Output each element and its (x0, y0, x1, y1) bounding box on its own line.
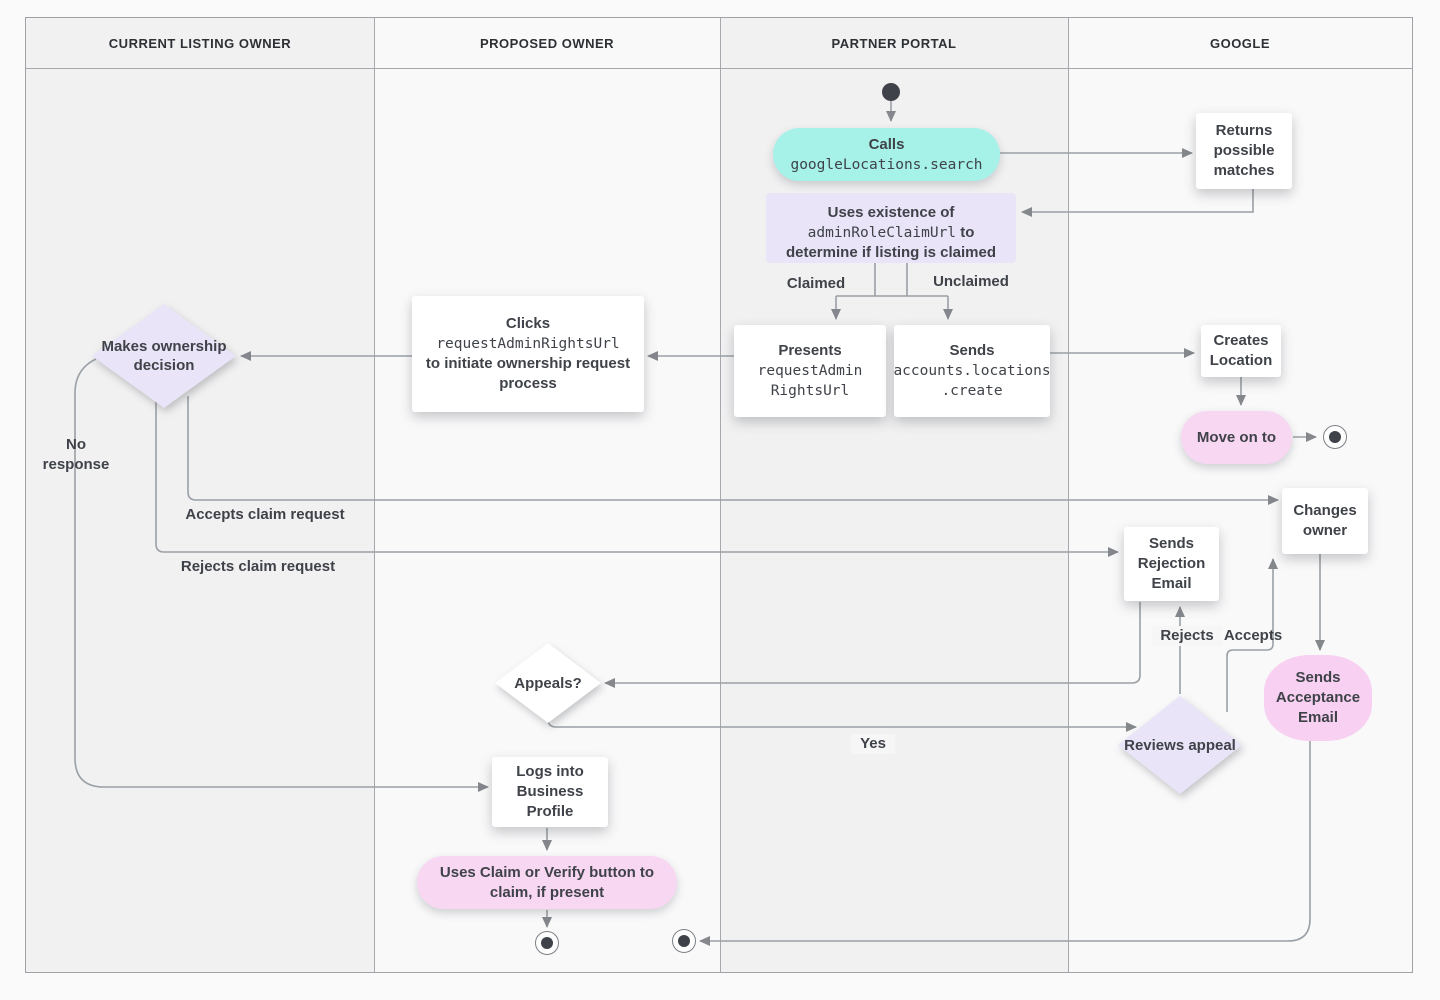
presents-code-line2: RightsUrl (770, 383, 850, 399)
clicks-label: Clicks (505, 315, 551, 332)
reviews-appeal-label: Reviews appeal (1124, 736, 1236, 754)
appeals-decision-node: Appeals? (495, 643, 601, 723)
edge-reviews-accepts (1226, 558, 1278, 712)
appeals-label: Appeals? (514, 674, 582, 692)
uses-existence-note-node: Uses existence of adminRoleClaimUrl to d… (766, 193, 1016, 263)
logs-in-label: Logs into Business Profile (516, 763, 584, 820)
calls-code: googleLocations.search (790, 156, 983, 173)
creates-location-node: Creates Location (1201, 325, 1281, 377)
header-divider (26, 68, 1412, 69)
uses-existence-suffix: to determine if listing is claimed (785, 224, 997, 261)
sends-acceptance-label: Sends Acceptance Email (1275, 669, 1361, 726)
edge-returns-to-uses (1021, 189, 1254, 217)
edge-rejection-to-appeals (604, 602, 1141, 688)
decision-label: Makes ownership decision (101, 338, 227, 374)
edge-appeals-yes-to-reviews (547, 718, 1137, 732)
clicks-suffix: to initiate ownership request process (425, 355, 631, 392)
presents-code-line1: requestAdmin (757, 363, 863, 379)
sends-create-label: Sends (949, 342, 995, 359)
edge-no-response (74, 358, 489, 792)
edge-label-accepts: Accepts (1223, 627, 1283, 644)
lane-header-partner-portal: PARTNER PORTAL (831, 35, 957, 51)
lane-header-google: GOOGLE (1209, 35, 1271, 51)
move-on-to-node: Move on to (1181, 411, 1292, 464)
changes-owner-label: Changes owner (1293, 502, 1357, 539)
edge-label-no-response: No response (42, 436, 110, 473)
lane-header-proposed-owner: PROPOSED OWNER (479, 35, 615, 51)
edge-label-yes: Yes (851, 734, 895, 754)
returns-label: Returns possible matches (1213, 122, 1275, 179)
calls-label: Calls (868, 135, 905, 153)
lane-header-current-listing-owner: CURRENT LISTING OWNER (108, 35, 292, 51)
lane-current-listing-owner (26, 18, 374, 972)
clicks-code: requestAdminRightsUrl (436, 336, 620, 352)
uses-claim-or-verify-node: Uses Claim or Verify button to claim, if… (417, 856, 677, 909)
edge-label-claimed: Claimed (786, 275, 846, 292)
end-node-claim (535, 931, 559, 955)
logs-into-business-profile-node: Logs into Business Profile (492, 757, 608, 827)
reviews-appeal-node: Reviews appeal (1118, 696, 1242, 794)
makes-ownership-decision-node: Makes ownership decision (92, 304, 236, 408)
edge-label-rejects: Rejects (1152, 626, 1222, 646)
presents-request-admin-rights-url-node: Presents requestAdmin RightsUrl (734, 325, 886, 417)
edge-label-accepts-claim: Accepts claim request (185, 506, 345, 523)
uses-existence-code: adminRoleClaimUrl (807, 225, 957, 241)
changes-owner-node: Changes owner (1282, 488, 1368, 554)
move-on-label: Move on to (1196, 428, 1277, 446)
clicks-request-admin-rights-url-node: Clicks requestAdminRightsUrl to initiate… (412, 296, 644, 412)
edge-acceptance-to-end (699, 741, 1311, 946)
edge-accepts-claim (187, 396, 1279, 505)
end-node-move-on (1323, 425, 1347, 449)
calls-google-locations-search-node: Calls googleLocations.search (773, 128, 1000, 181)
uses-existence-prefix: Uses existence of (827, 204, 955, 221)
edge-label-rejects-claim: Rejects claim request (180, 558, 336, 575)
returns-possible-matches-node: Returns possible matches (1196, 113, 1292, 189)
start-node (882, 83, 900, 101)
sends-accounts-locations-create-node: Sends accounts.locations .create (893, 325, 1051, 417)
presents-label: Presents (778, 342, 842, 359)
creates-location-label: Creates Location (1209, 332, 1273, 369)
sends-rejection-label: Sends Rejection Email (1137, 535, 1206, 592)
edge-rejects-claim (155, 398, 1119, 557)
end-node-acceptance (672, 929, 696, 953)
sends-rejection-email-node: Sends Rejection Email (1124, 527, 1219, 601)
uses-claim-label: Uses Claim or Verify button to claim, if… (439, 863, 655, 901)
sends-create-code-line2: .create (941, 383, 1003, 399)
sends-acceptance-email-node: Sends Acceptance Email (1264, 655, 1372, 741)
sends-create-code-line1: accounts.locations (893, 363, 1051, 379)
edge-label-unclaimed: Unclaimed (933, 273, 1009, 290)
